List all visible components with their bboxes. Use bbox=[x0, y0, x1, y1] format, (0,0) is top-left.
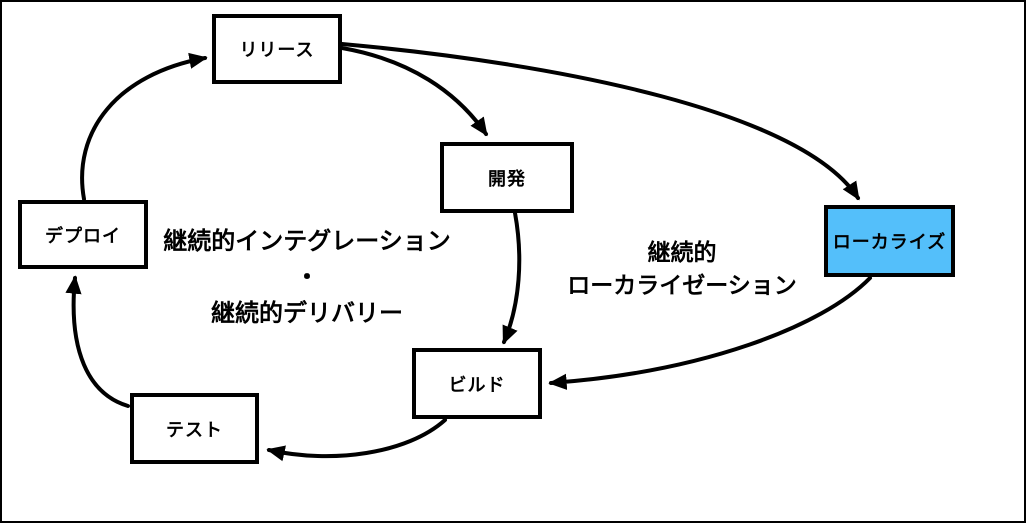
arrow-test-to-deploy bbox=[65, 275, 130, 408]
node-build: ビルド bbox=[412, 348, 542, 419]
node-label-build: ビルド bbox=[448, 374, 506, 395]
node-label-deploy: デプロイ bbox=[45, 225, 121, 246]
arrow-deploy-to-release bbox=[80, 52, 208, 201]
node-deploy: デプロイ bbox=[18, 200, 148, 269]
arrow-localize-to-build bbox=[548, 276, 872, 390]
node-test: テスト bbox=[130, 393, 259, 464]
node-label-localize: ローカライズ bbox=[832, 232, 947, 252]
node-localize: ローカライズ bbox=[824, 205, 955, 277]
annotation-ci-cd-line-2: ・ bbox=[295, 264, 319, 291]
arrow-release-to-develop bbox=[340, 46, 488, 137]
annotation-ci-cd-line-1: 継続的インテグレーション bbox=[163, 228, 451, 255]
arrow-develop-to-build bbox=[502, 211, 522, 345]
annotation-continuous-localization-line-2: ローカライゼーション bbox=[567, 272, 797, 298]
node-develop: 開発 bbox=[440, 142, 574, 213]
annotation-ci-cd: 継続的インテグレーション・継続的デリバリー bbox=[142, 224, 472, 332]
arrow-release-to-localize bbox=[340, 42, 860, 201]
annotation-ci-cd-line-3: 継続的デリバリー bbox=[211, 300, 403, 327]
node-release: リリース bbox=[212, 14, 342, 84]
arrow-build-to-test bbox=[266, 418, 447, 462]
node-label-release: リリース bbox=[239, 40, 315, 60]
node-label-develop: 開発 bbox=[488, 168, 526, 189]
annotation-continuous-localization: 継続的ローカライゼーション bbox=[547, 236, 817, 302]
annotation-continuous-localization-line-1: 継続的 bbox=[647, 239, 717, 265]
node-label-test: テスト bbox=[166, 419, 223, 440]
